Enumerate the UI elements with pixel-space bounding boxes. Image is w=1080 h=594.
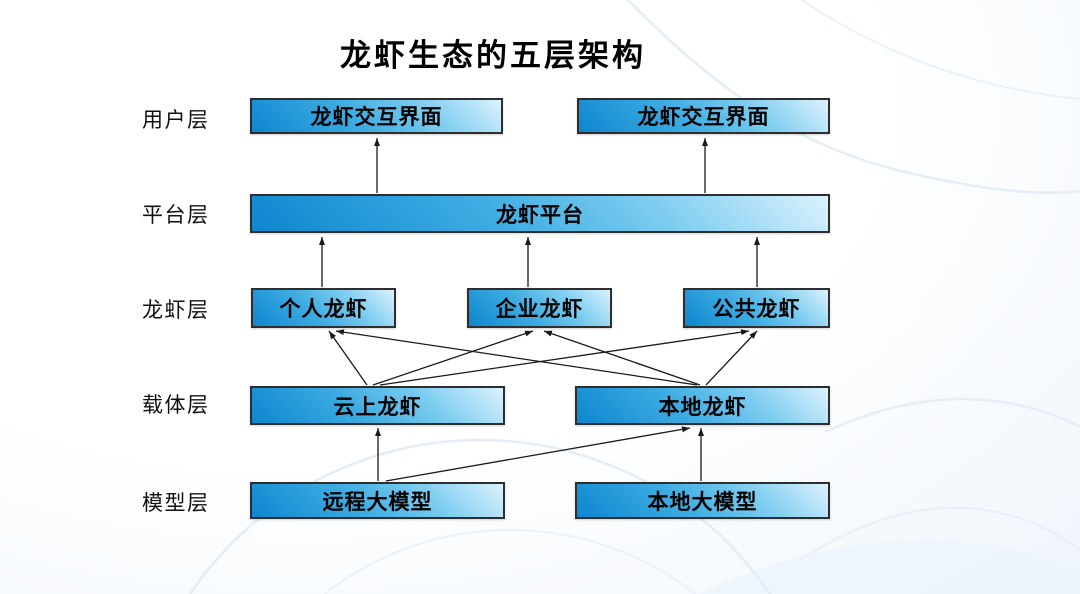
box-remote-model: 远程大模型 — [250, 482, 505, 519]
layer-label-carrier: 载体层 — [142, 393, 210, 417]
box-cloud-lobster: 云上龙虾 — [250, 386, 505, 425]
box-ui-left: 龙虾交互界面 — [250, 98, 503, 134]
layer-label-platform: 平台层 — [142, 203, 210, 227]
layer-label-user: 用户层 — [142, 108, 210, 132]
box-local-model: 本地大模型 — [575, 482, 830, 519]
layer-label-model: 模型层 — [142, 491, 210, 515]
box-platform: 龙虾平台 — [250, 194, 830, 233]
box-ui-right: 龙虾交互界面 — [577, 98, 830, 134]
layer-label-lobster: 龙虾层 — [142, 298, 210, 322]
box-public-lobster: 公共龙虾 — [683, 288, 830, 328]
box-personal-lobster: 个人龙虾 — [251, 288, 396, 328]
box-enterprise-lobster: 企业龙虾 — [467, 288, 612, 328]
diagram-title: 龙虾生态的五层架构 — [340, 38, 646, 73]
box-local-lobster: 本地龙虾 — [575, 386, 830, 425]
